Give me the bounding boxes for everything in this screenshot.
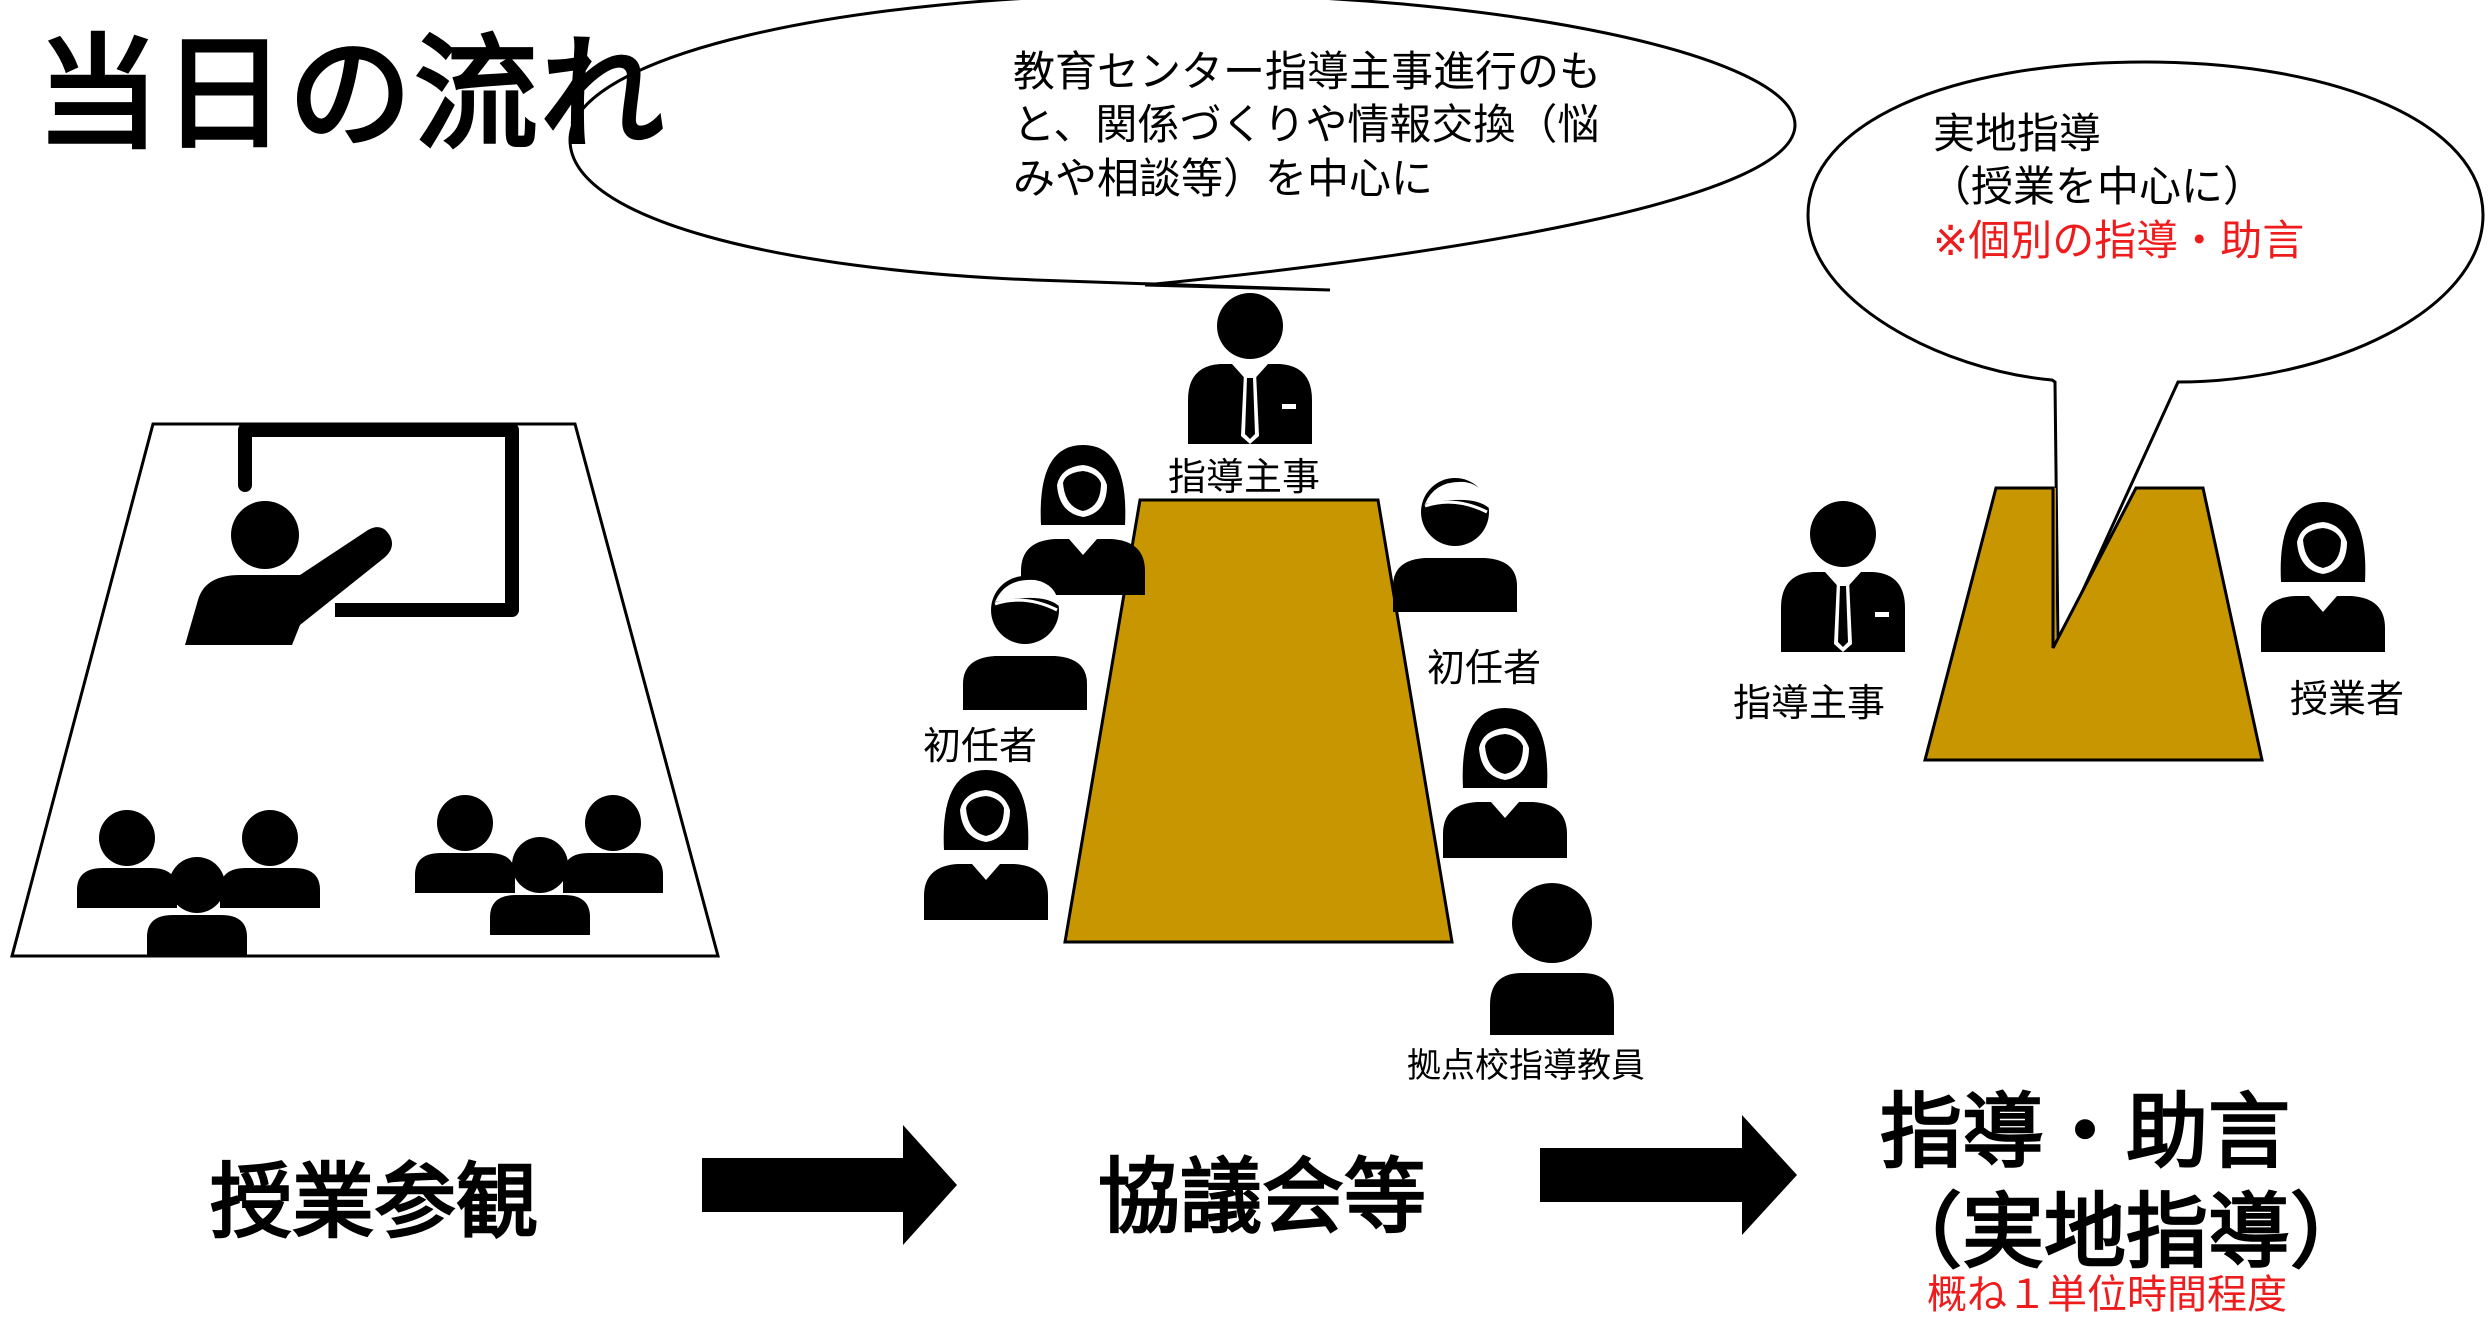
guidance-table [1923, 486, 2264, 762]
woman-icon-teacher-right [2261, 502, 2385, 652]
label-novice-right: 初任者 [1427, 646, 1542, 690]
bubble-left-line2: と、関係づくりや情報交換（悩 [1013, 100, 1600, 150]
bubble-left-line1: 教育センター指導主事進行のも [1013, 47, 1602, 96]
businessman-icon-right [1781, 501, 1905, 652]
teacher-at-board-icon [185, 423, 519, 645]
meeting-table [1063, 498, 1454, 944]
label-base-school-teacher: 拠点校指導教員 [1407, 1046, 1645, 1086]
bubble-right-line2: （授業を中心に） [1929, 162, 2266, 212]
woman-icon-right-mid [1443, 708, 1567, 858]
man-icon-base-teacher [1490, 883, 1614, 1035]
step-guidance-line1: 指導・助言 [1880, 1085, 2291, 1180]
label-novice-left: 初任者 [923, 724, 1038, 768]
arrow-right-icon-1 [702, 1125, 957, 1245]
bubble-left-text: 教育センター指導主事進行のも と、関係づくりや情報交換（悩 みや相談等）を中心に [1013, 45, 1601, 205]
woman-icon-left-top [1021, 445, 1145, 595]
page-title: 当日の流れ [36, 23, 667, 167]
bubble-right-text: 実地指導 （授業を中心に） ※個別の指導・助言 [1929, 107, 2305, 267]
man-icon-right-top [1391, 476, 1519, 614]
speech-bubble-right [1806, 60, 2485, 646]
man-icon-left-mid [961, 574, 1089, 712]
woman-icon-left-bottom [924, 770, 1048, 920]
step-class-observation: 授業参観 [210, 1155, 539, 1250]
businessman-icon-supervisor [1188, 293, 1312, 444]
bubble-right-line3: ※個別の指導・助言 [1933, 215, 2305, 265]
label-supervisor-right: 指導主事 [1733, 681, 1886, 725]
arrow-right-icon-2 [1540, 1115, 1797, 1235]
label-supervisor-center: 指導主事 [1168, 455, 1321, 499]
step-guidance-note: 概ね１単位時間程度 [1927, 1272, 2287, 1318]
speech-bubble-left [568, 0, 1797, 292]
bubble-left-line3: みや相談等）を中心に [1013, 153, 1434, 203]
bubble-right-line1: 実地指導 [1933, 109, 2102, 158]
step-meeting: 協議会等 [1098, 1150, 1427, 1245]
step-guidance-line2: （実地指導） [1880, 1185, 2373, 1280]
label-teacher-right: 授業者 [2290, 677, 2405, 721]
